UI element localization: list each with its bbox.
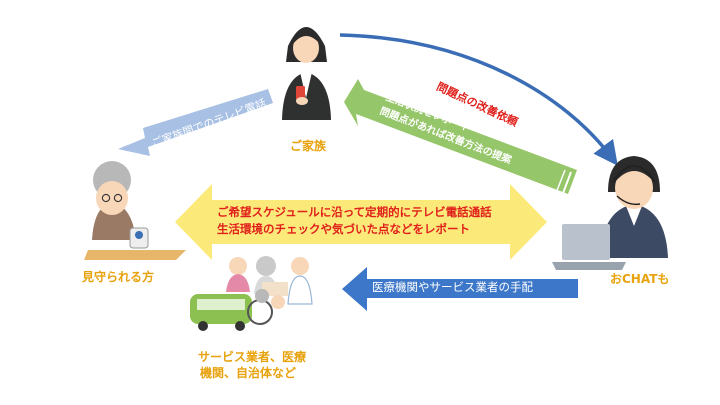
watched-person-illustration bbox=[84, 161, 186, 260]
family-call-arrow bbox=[118, 89, 273, 156]
family-label: ご家族 bbox=[290, 139, 327, 153]
operator-label: おCHATも bbox=[610, 272, 670, 286]
arrange-label: 医療機関やサービス業者の手配 bbox=[372, 280, 533, 294]
report-arrow bbox=[344, 79, 577, 194]
family-member-illustration bbox=[282, 27, 331, 120]
providers-label-line1: サービス業者、医療 bbox=[198, 350, 307, 364]
schedule-arrow bbox=[175, 184, 547, 260]
providers-label-line2: 機関、自治体など bbox=[200, 366, 297, 380]
schedule-label-line1: ご希望スケジュールに沿って定期的にテレビ電話通話 bbox=[217, 205, 492, 219]
improvement-request-curve bbox=[339, 33, 618, 166]
operator-illustration bbox=[552, 156, 668, 270]
providers-illustration bbox=[190, 256, 313, 331]
watched-label: 見守られる方 bbox=[82, 270, 155, 284]
arrange-arrow bbox=[342, 267, 578, 311]
schedule-label-line2: 生活環境のチェックや気づいた点などをレポート bbox=[217, 222, 470, 236]
